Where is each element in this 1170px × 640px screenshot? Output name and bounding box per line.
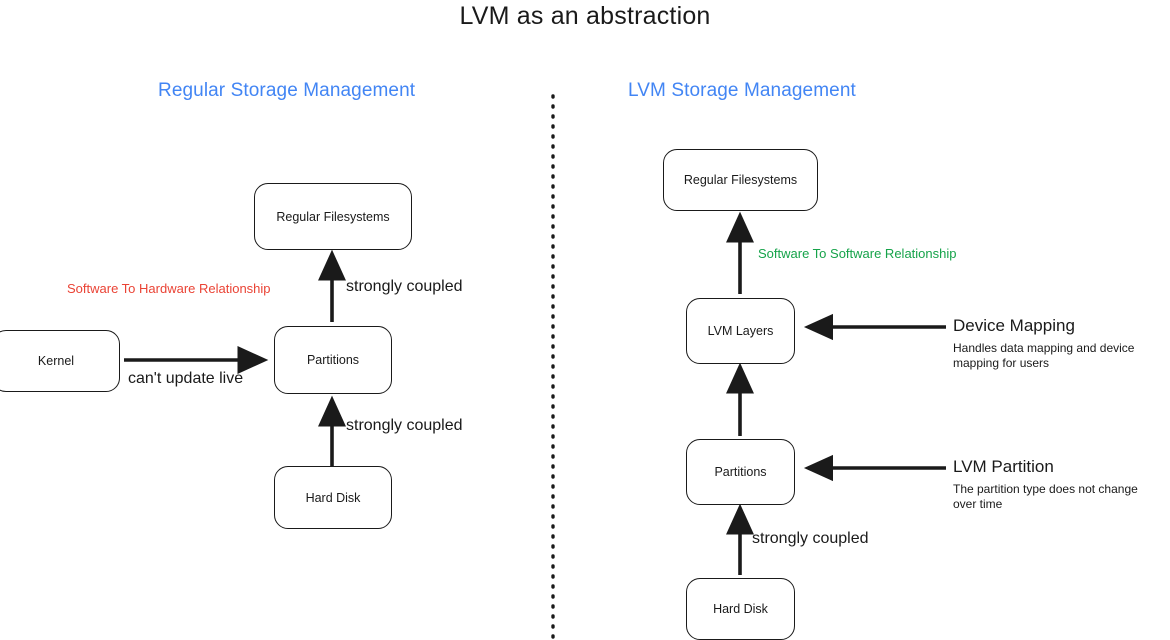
node-partitions-right[interactable]: Partitions <box>686 439 795 505</box>
section-heading-regular: Regular Storage Management <box>158 80 416 101</box>
label-cant-update-live: can't update live <box>128 370 244 387</box>
annotation-sub-device-mapping: Handles data mapping and device mapping … <box>953 341 1135 370</box>
node-lvm-layers[interactable]: LVM Layers <box>686 298 795 364</box>
annotation-title-device-mapping: Device Mapping <box>953 316 1075 335</box>
node-kernel[interactable]: Kernel <box>0 330 120 392</box>
node-regular-filesystems-right[interactable]: Regular Filesystems <box>663 149 818 211</box>
node-regular-filesystems-left[interactable]: Regular Filesystems <box>254 183 412 250</box>
section-heading-lvm: LVM Storage Management <box>628 80 856 101</box>
label-software-to-software: Software To Software Relationship <box>758 246 957 261</box>
label-software-to-hardware: Software To Hardware Relationship <box>67 281 271 296</box>
label-strongly-coupled-right: strongly coupled <box>752 530 869 547</box>
node-hard-disk-left[interactable]: Hard Disk <box>274 466 392 529</box>
node-hard-disk-right[interactable]: Hard Disk <box>686 578 795 640</box>
node-partitions-left[interactable]: Partitions <box>274 326 392 394</box>
annotation-title-lvm-partition: LVM Partition <box>953 457 1054 476</box>
label-strongly-coupled-left-bottom: strongly coupled <box>346 417 463 434</box>
page-title: LVM as an abstraction <box>459 2 711 30</box>
label-strongly-coupled-left-top: strongly coupled <box>346 278 463 295</box>
annotation-sub-lvm-partition: The partition type does not change over … <box>953 482 1138 511</box>
